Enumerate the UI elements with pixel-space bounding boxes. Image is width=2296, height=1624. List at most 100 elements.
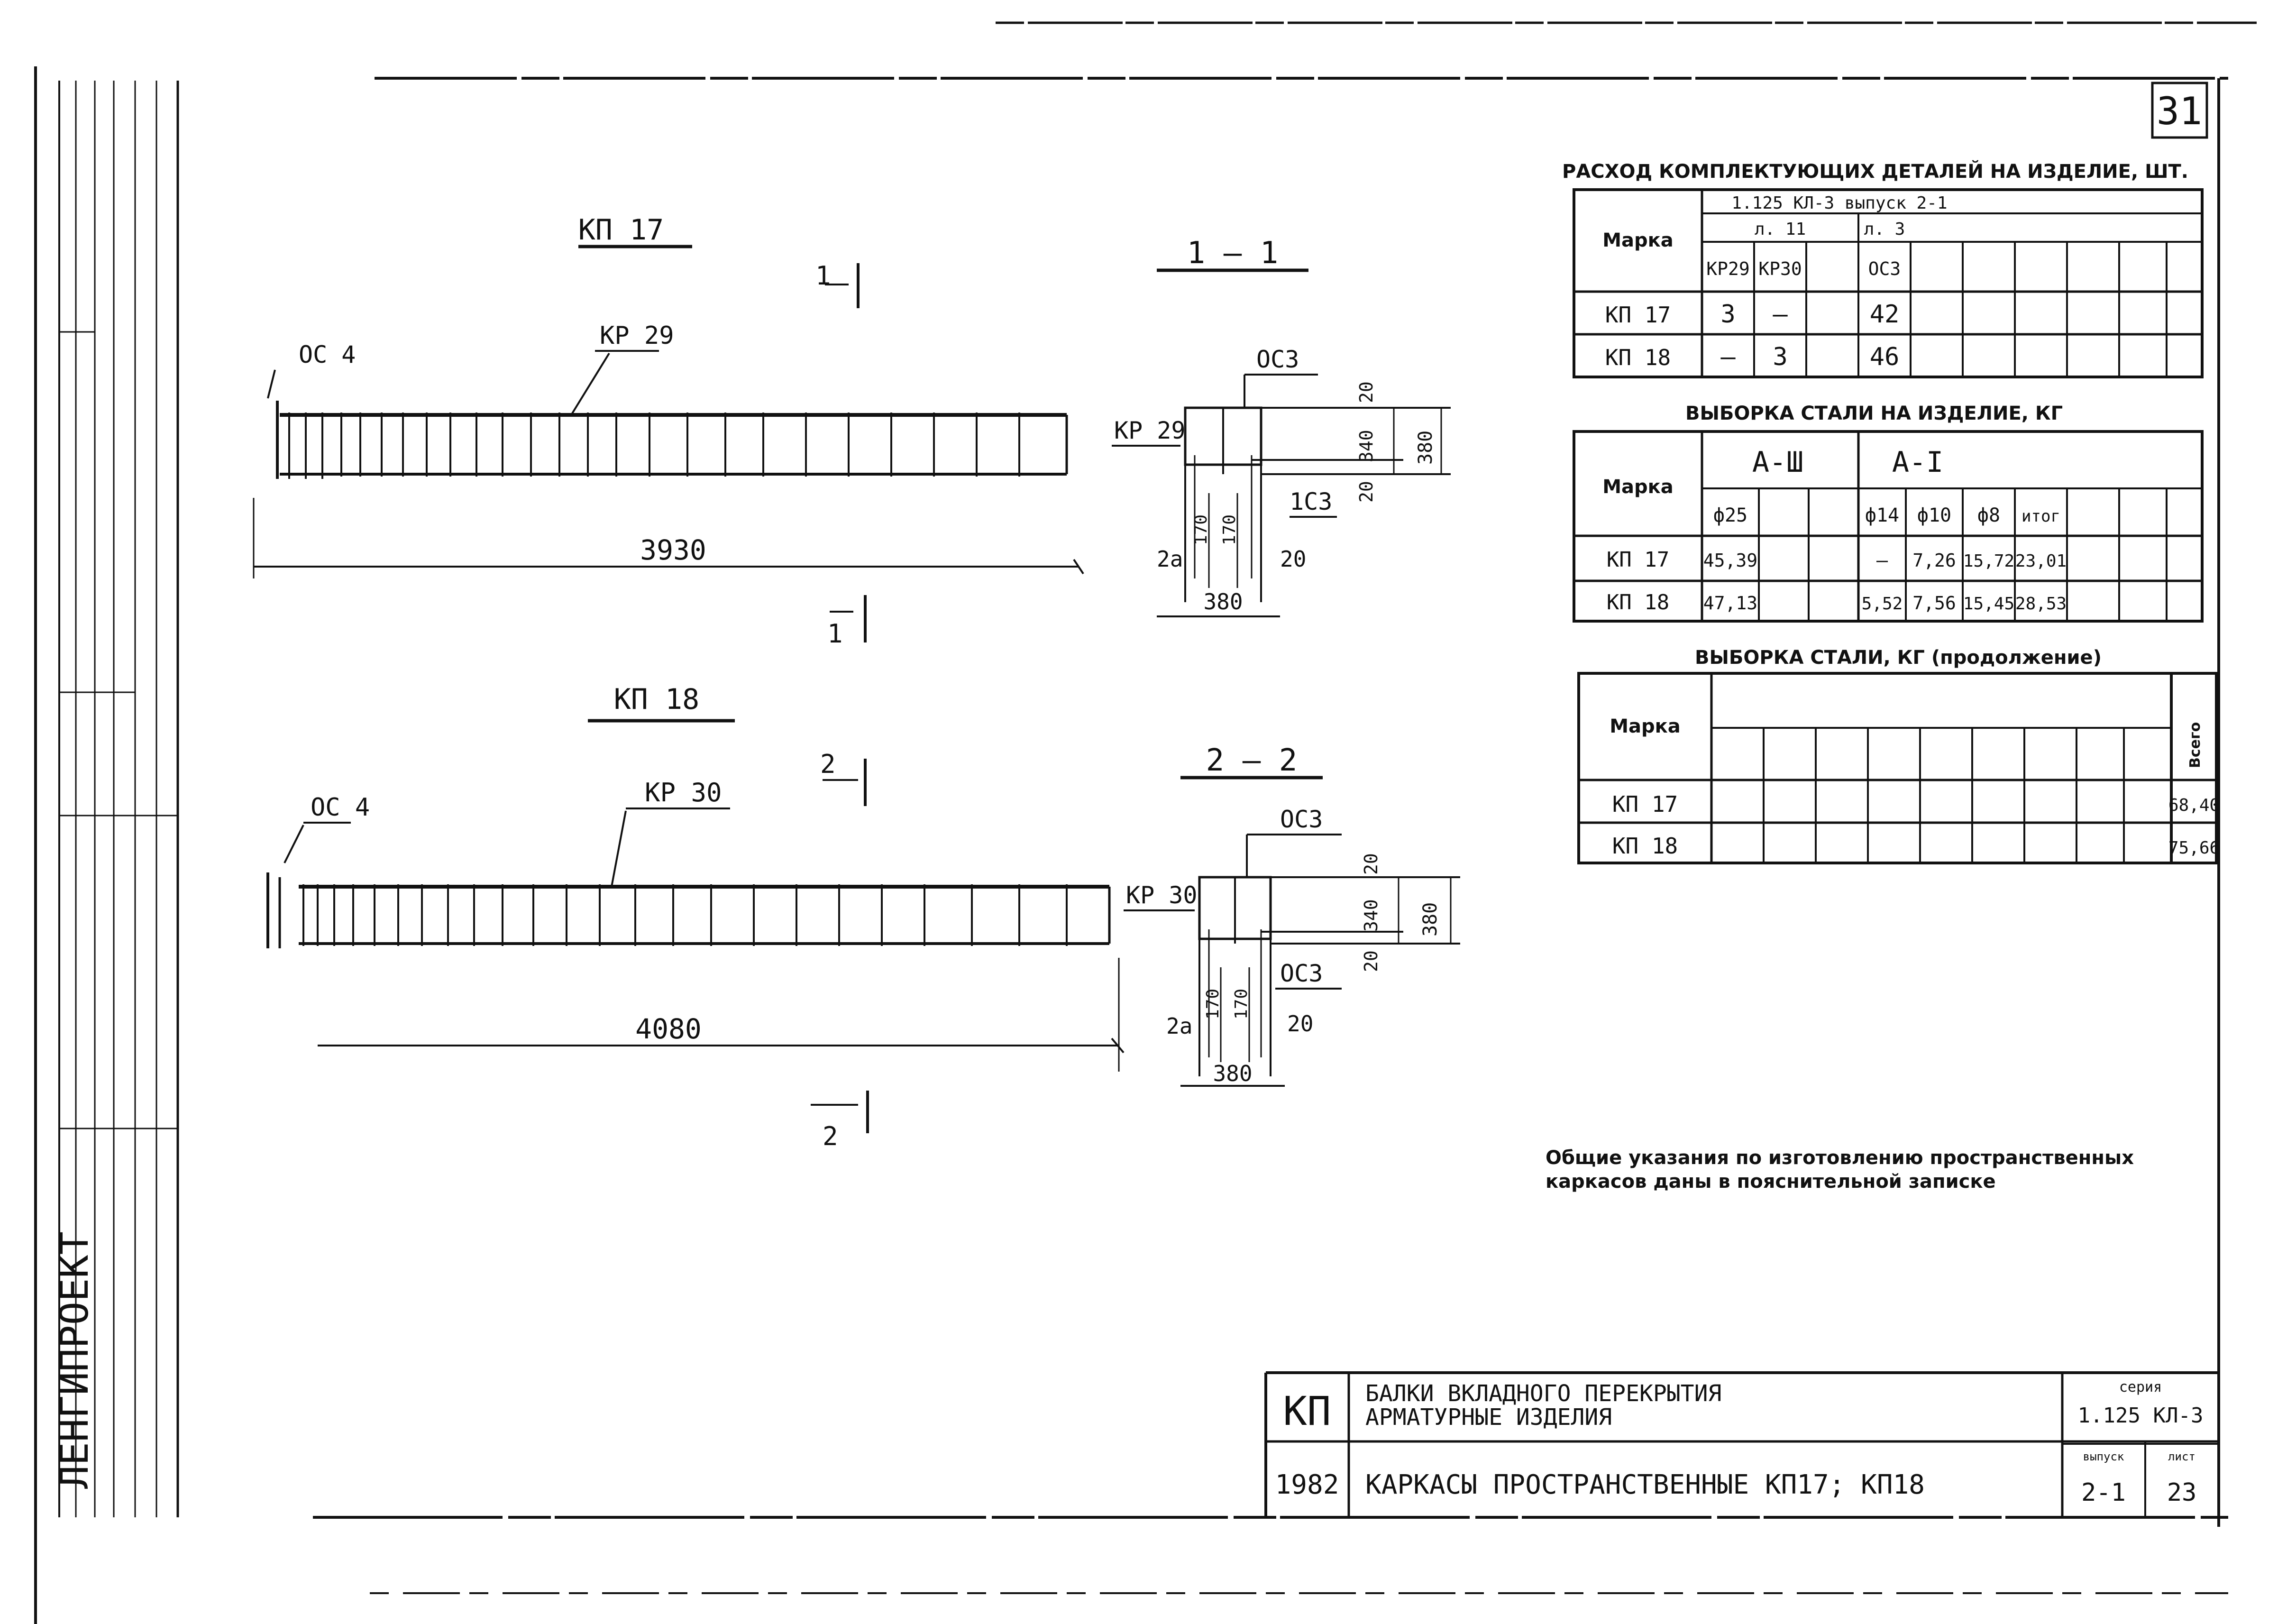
table2-row1-c5: 15,45: [1963, 594, 2014, 614]
title-block: КП 1982 БАЛКИ ВКЛАДНОГО ПЕРЕКРЫТИЯ АРМАТ…: [1264, 1371, 2219, 1517]
drawing-kp17: КП 17 1 1 — 1 ОС 4 КР 29: [253, 213, 1451, 649]
note-line1: Общие указания по изготовлению пространс…: [1546, 1147, 2134, 1169]
table2-col-0: ф25: [1713, 505, 1747, 526]
drawing1-dim-20c: 20: [1280, 546, 1306, 572]
drawing2-dim-170a: 170: [1203, 989, 1223, 1019]
title-block-series-label: серия: [2119, 1379, 2162, 1395]
title-block-line1: БАЛКИ ВКЛАДНОГО ПЕРЕКРЫТИЯ: [1365, 1380, 1721, 1407]
table-steel: ВЫБОРКА СТАЛИ НА ИЗДЕЛИЕ, КГ Марка А-Ш А…: [1573, 403, 2204, 623]
table2-group1: А-Ш: [1752, 446, 1803, 479]
drawing1-section-mark-top: 1: [815, 261, 831, 291]
note-line2: каркасов даны в пояснительной записке: [1546, 1171, 1996, 1193]
table2-group2: А-I: [1892, 446, 1943, 479]
drawing1-stirrups: [276, 401, 1020, 479]
table2-row0-c6: 23,01: [2015, 551, 2067, 571]
drawing1-kr-label: КР 29: [600, 321, 674, 350]
table1-group-header: 1.125 КЛ-3 выпуск 2-1: [1731, 193, 1947, 213]
drawing2-section-mark-top: 2: [820, 749, 836, 779]
table1-row0-cell3: 42: [1870, 300, 1900, 329]
table1-title: РАСХОД КОМПЛЕКТУЮЩИХ ДЕТАЛЕЙ НА ИЗДЕЛИЕ,…: [1562, 160, 2188, 183]
drawing1-title: КП 17: [578, 213, 664, 247]
title-block-issue-label: выпуск: [2083, 1450, 2124, 1463]
drawing2-os-label: ОС 4: [311, 793, 370, 822]
table1-row1-cell1: 3: [1773, 343, 1787, 371]
title-block-sheet: 23: [2167, 1478, 2197, 1507]
drawing2-dim-20b: 20: [1361, 950, 1381, 972]
table1-row0-cell1: —: [1773, 300, 1788, 329]
drawing2-sec-kr-label: КР 30: [1126, 881, 1198, 909]
drawing1-dim-380v: 380: [1415, 431, 1436, 465]
table3-title: ВЫБОРКА СТАЛИ, КГ (продолжение): [1695, 647, 2102, 669]
drawing1-dim-380h: 380: [1203, 589, 1243, 615]
drawing2-section-mark-bottom: 2: [823, 1121, 838, 1151]
drawing2-kr-label: КР 30: [645, 778, 722, 807]
table1-row0-cell0: 3: [1720, 300, 1735, 329]
table2-row1-c4: 7,56: [1912, 593, 1956, 614]
table2-title: ВЫБОРКА СТАЛИ НА ИЗДЕЛИЕ, КГ: [1685, 403, 2063, 424]
drawing1-sec-kr-label: КР 29: [1114, 417, 1186, 444]
drawing2-stirrups: [266, 872, 1068, 948]
title-block-code: КП: [1283, 1388, 1331, 1434]
table2-col-6: итог: [2022, 507, 2060, 526]
table2-col-3: ф14: [1865, 505, 1899, 526]
title-block-line2: АРМАТУРНЫЕ ИЗДЕЛИЯ: [1365, 1404, 1612, 1431]
table3-row0-mark: КП 17: [1612, 791, 1678, 817]
table2-row0-c5: 15,72: [1963, 551, 2014, 571]
table-steel-continued: ВЫБОРКА СТАЛИ, КГ (продолжение) Марка Вс…: [1577, 647, 2220, 864]
drawing1-dim-20b: 20: [1356, 481, 1377, 503]
title-block-series: 1.125 КЛ-3: [2078, 1404, 2204, 1428]
table2-mark-header: Марка: [1602, 476, 1674, 498]
drawing1-os-label: ОС 4: [299, 341, 356, 368]
sheet-frame: [34, 21, 2257, 1624]
drawing-kp18: КП 18 2 2 — 2 ОС 4 КР 30: [266, 683, 1460, 1151]
table2-row1-c0: 47,13: [1703, 593, 1757, 614]
drawing2-sec-oc3-bottom: ОС3: [1280, 960, 1323, 987]
svg-text:31: 31: [2157, 89, 2202, 133]
title-block-issue: 2-1: [2081, 1478, 2126, 1507]
table2-col-4: ф10: [1917, 505, 1951, 526]
table2-row1-mark: КП 18: [1607, 590, 1669, 615]
table2-row1-c6: 28,53: [2015, 594, 2067, 614]
table1-row1-cell0: —: [1720, 343, 1736, 371]
drawing2-dim-20c: 20: [1287, 1011, 1313, 1037]
table1-sub1: л. 11: [1755, 220, 1806, 239]
drawing2-sec-oc3-top: ОС3: [1280, 806, 1323, 833]
table1-mark-header: Марка: [1602, 229, 1674, 251]
drawing1-length: 3930: [640, 534, 706, 566]
table1-sub2: л. 3: [1864, 220, 1905, 239]
svg-text:ЛЕНГИПРОЕКТ: ЛЕНГИПРОЕКТ: [52, 1231, 97, 1489]
table2-col-5: ф8: [1977, 505, 2000, 526]
drawing2-dim-2a: 2а: [1166, 1013, 1192, 1039]
drawing2-length: 4080: [635, 1013, 702, 1045]
table1-row1-mark: КП 18: [1605, 345, 1671, 370]
drawing2-dim-380v: 380: [1419, 902, 1441, 936]
table1-row0-mark: КП 17: [1605, 302, 1671, 328]
drawing2-section-title: 2 — 2: [1206, 743, 1298, 778]
drawing1-dim-2a: 2а: [1157, 546, 1183, 572]
page-number: 31: [2151, 82, 2208, 139]
drawing1-dim-340: 340: [1356, 430, 1377, 462]
table1-row1-cell3: 46: [1870, 343, 1900, 371]
table1-col-1: КР30: [1758, 258, 1802, 279]
table3-total-header: Всего: [2187, 722, 2204, 768]
drawing2-dim-340: 340: [1361, 899, 1381, 932]
general-note: Общие указания по изготовлению пространс…: [1546, 1147, 2134, 1193]
table3-row1-mark: КП 18: [1612, 833, 1678, 859]
table2-row0-c3: —: [1876, 550, 1888, 571]
title-block-line3: КАРКАСЫ ПРОСТРАНСТВЕННЫЕ КП17; КП18: [1365, 1469, 1925, 1500]
table2-row0-c4: 7,26: [1912, 550, 1956, 571]
table2-row0-mark: КП 17: [1607, 548, 1669, 572]
drawing2-title: КП 18: [614, 683, 700, 716]
table3-row0-total: 68,40: [2168, 796, 2220, 815]
table2-row0-c0: 45,39: [1703, 550, 1757, 571]
drawing1-dim-170a: 170: [1191, 514, 1211, 545]
drawing2-dim-380h: 380: [1213, 1061, 1252, 1086]
drawing1-dim-170b: 170: [1220, 514, 1239, 545]
drawing1-sec-oc3-top: ОС3: [1256, 346, 1299, 373]
stamp-org: ЛЕНГИПРОЕКТ: [52, 1231, 97, 1489]
title-block-year: 1982: [1275, 1469, 1339, 1500]
drawing1-section-mark-bottom: 1: [827, 619, 843, 649]
drawing2-cross-section: ОС3 КР 30 ОС3 20 340 380 20 170 1: [1124, 806, 1460, 1087]
table3-mark-header: Марка: [1610, 716, 1681, 737]
